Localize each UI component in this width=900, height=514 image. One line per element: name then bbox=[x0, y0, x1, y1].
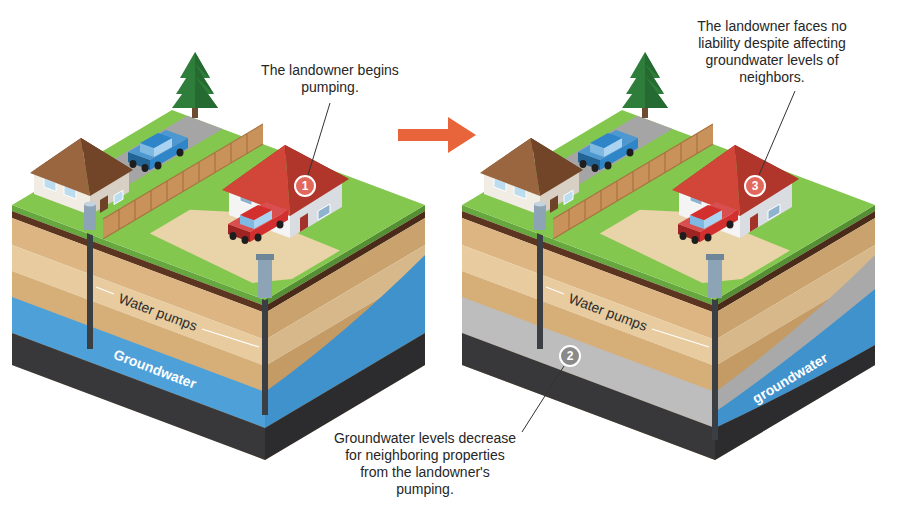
callout-note-box: The landowner begins pumping. bbox=[255, 62, 405, 96]
part-label-box: Water pumps bbox=[116, 290, 199, 334]
leader-lines bbox=[652, 329, 709, 347]
before-block bbox=[12, 52, 425, 460]
after-block bbox=[462, 52, 875, 460]
callout-number-box: 1 bbox=[302, 179, 309, 193]
callout-number: 2 bbox=[567, 349, 574, 363]
after-block bbox=[462, 52, 875, 300]
leader-lines bbox=[96, 91, 795, 432]
callout-circles bbox=[295, 176, 765, 366]
leader-lines bbox=[522, 366, 564, 432]
before-block bbox=[87, 226, 93, 349]
leader-lines bbox=[759, 91, 795, 175]
leader-lines bbox=[546, 287, 564, 294]
callout-note: The landowner begins pumping. bbox=[255, 62, 405, 96]
callout-circles bbox=[560, 346, 580, 366]
after-block bbox=[537, 226, 543, 349]
callout-note-box: The landowner faces no liability despite… bbox=[682, 18, 862, 86]
layer-label: Groundwater bbox=[111, 346, 198, 392]
leader-lines bbox=[202, 329, 259, 347]
transition-arrow bbox=[398, 117, 476, 153]
part-label: Water pumps bbox=[566, 290, 649, 334]
callout-note: The landowner faces no liability despite… bbox=[682, 18, 862, 86]
part-label-box: Water pumps bbox=[566, 290, 649, 334]
callout-circles bbox=[745, 176, 765, 196]
leader-lines bbox=[96, 287, 114, 294]
layer-label-box: groundwater bbox=[749, 349, 830, 406]
callout-note-box: Groundwater levels decrease for neighbor… bbox=[330, 430, 520, 498]
after-block bbox=[715, 333, 875, 460]
callout-note: Groundwater levels decrease for neighbor… bbox=[330, 430, 520, 498]
before-block bbox=[12, 52, 425, 300]
callout-number-box: 2 bbox=[567, 349, 574, 363]
before-block bbox=[12, 333, 265, 460]
after-block bbox=[712, 290, 718, 440]
callout-number: 3 bbox=[752, 179, 759, 193]
layer-label-box: Groundwater bbox=[111, 346, 198, 392]
part-label: Water pumps bbox=[116, 290, 199, 334]
before-block bbox=[262, 290, 268, 415]
leader-lines bbox=[308, 103, 330, 175]
callout-number: 1 bbox=[302, 179, 309, 193]
callout-circles bbox=[295, 176, 315, 196]
callout-number-box: 3 bbox=[752, 179, 759, 193]
layer-label: groundwater bbox=[749, 349, 830, 406]
